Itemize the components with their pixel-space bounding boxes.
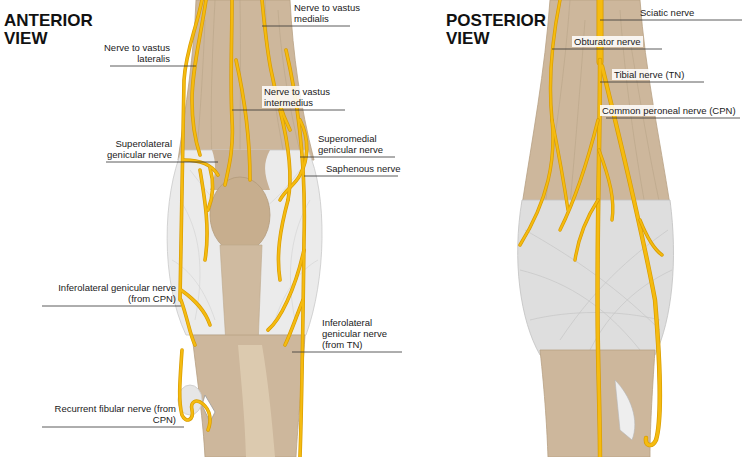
anterior-knee-part-part bbox=[278, 10, 302, 160]
anterior-nerves-part-part bbox=[181, 300, 195, 345]
view-heading: POSTERIOR VIEW bbox=[446, 12, 566, 48]
posterior-knee-part-part bbox=[520, 270, 640, 350]
anterior-nerves-part-part bbox=[192, 0, 206, 155]
anterior-nerves-part bbox=[180, 0, 307, 457]
posterior-nerves-part-part bbox=[599, 150, 613, 220]
posterior-knee-part bbox=[522, 0, 670, 205]
anterior-nerves-part-part bbox=[262, 0, 290, 130]
posterior-nerves-part bbox=[597, 60, 659, 457]
nerve-label: Common peroneal nerve (CPN) bbox=[600, 105, 738, 116]
anterior-nerves-part-part bbox=[280, 110, 290, 200]
posterior-nerves-part bbox=[597, 0, 602, 62]
posterior-nerves-part-part bbox=[560, 120, 598, 230]
leader-lines-part bbox=[606, 118, 740, 119]
posterior-nerves-part-part bbox=[560, 120, 598, 230]
anterior-nerves-part-part bbox=[278, 200, 288, 280]
nerve-label: Saphenous nerve bbox=[326, 163, 400, 174]
posterior-nerves-part-part bbox=[640, 220, 662, 255]
anterior-knee bbox=[167, 0, 322, 457]
posterior-nerves-part-part bbox=[640, 220, 662, 255]
nerve-label: Sciatic nerve bbox=[640, 7, 694, 18]
posterior-nerves-part-part bbox=[520, 0, 560, 245]
leader-lines-part bbox=[292, 352, 402, 353]
anterior-knee-part bbox=[210, 177, 270, 253]
anterior-nerves-part-part bbox=[236, 60, 250, 180]
anterior-nerves-part bbox=[180, 0, 307, 457]
leader-lines-part bbox=[600, 20, 742, 21]
anterior-nerves-part-part bbox=[268, 250, 304, 330]
anterior-knee-part bbox=[192, 335, 305, 457]
anterior-nerves bbox=[180, 0, 307, 457]
posterior-knee-part-part bbox=[530, 313, 660, 321]
anterior-nerves-part-part bbox=[208, 168, 213, 210]
nerve-label: Superolateral genicular nerve bbox=[94, 138, 172, 160]
leader-lines-part bbox=[262, 26, 350, 27]
anterior-nerves-part-part bbox=[280, 110, 290, 200]
nerve-label: Nerve to vastus medialis bbox=[292, 2, 378, 24]
anterior-knee-part-part bbox=[211, 0, 215, 160]
posterior-knee-part-part bbox=[525, 230, 660, 330]
posterior-knee-part-part bbox=[630, 40, 660, 205]
anterior-nerves-part-part bbox=[268, 250, 304, 330]
leader-lines bbox=[42, 20, 742, 427]
view-heading: ANTERIOR VIEW bbox=[4, 12, 116, 48]
posterior-knee-part bbox=[615, 380, 635, 440]
leader-lines-part bbox=[110, 66, 196, 67]
posterior-nerves-part-part bbox=[552, 120, 568, 210]
anterior-nerves-part-part bbox=[181, 300, 195, 345]
anterior-nerves-part-part bbox=[208, 168, 213, 210]
anterior-knee-part bbox=[238, 345, 275, 457]
anterior-nerves-part-part bbox=[262, 0, 290, 130]
leader-lines-part bbox=[300, 157, 395, 158]
posterior-nerves-part bbox=[597, 0, 604, 62]
anterior-nerves-part-part bbox=[236, 60, 250, 180]
posterior-nerves-part bbox=[520, 0, 662, 260]
leader-lines-part bbox=[232, 110, 345, 111]
posterior-nerves-part bbox=[597, 60, 659, 457]
anterior-nerves-part-part bbox=[278, 200, 288, 280]
nerve-label: Recurrent fibular nerve (from CPN) bbox=[44, 403, 176, 425]
leader-lines-part bbox=[304, 176, 398, 177]
leader-lines-part bbox=[106, 162, 218, 163]
posterior-nerves-part-part bbox=[599, 150, 613, 220]
anterior-nerves-part-part bbox=[200, 170, 207, 260]
posterior-nerves-part-part bbox=[575, 200, 598, 260]
leader-lines-part bbox=[42, 306, 181, 307]
nerve-label: Obturator nerve bbox=[572, 36, 643, 47]
anterior-nerves-part-part bbox=[285, 300, 303, 345]
nerve-label: Superomedial genicular nerve bbox=[318, 133, 400, 155]
anterior-nerves-part-part bbox=[225, 0, 232, 185]
nerve-label: Inferolateral genicular nerve (from CPN) bbox=[44, 282, 176, 304]
nerve-label: Nerve to vastus lateralis bbox=[90, 42, 170, 64]
anterior-knee-part bbox=[220, 245, 262, 345]
posterior-nerves-part-part bbox=[602, 66, 660, 445]
anterior-nerves-part-part bbox=[286, 50, 304, 457]
anterior-knee-part-part bbox=[265, 0, 285, 160]
leader-lines-part bbox=[42, 427, 184, 428]
posterior-nerves-part-part bbox=[575, 200, 598, 260]
anterior-nerves-part-part bbox=[181, 290, 210, 325]
leader-lines-part bbox=[552, 49, 662, 50]
nerve-label: Nerve to vastus intermedius bbox=[262, 86, 356, 108]
leader-lines-part bbox=[600, 82, 704, 83]
anterior-nerves-part-part bbox=[285, 300, 303, 345]
anterior-nerves-part-part bbox=[225, 0, 232, 185]
anterior-nerves-part-part bbox=[192, 0, 206, 155]
posterior-nerves-part bbox=[520, 0, 662, 260]
posterior-nerves-part-part bbox=[602, 66, 660, 445]
posterior-nerves-part-part bbox=[552, 120, 568, 210]
nerve-label: Inferolateral genicular nerve (from TN) bbox=[322, 317, 400, 350]
anterior-nerves-part-part bbox=[180, 350, 210, 430]
anterior-nerves-part-part bbox=[180, 350, 210, 430]
nerve-label: Tibial nerve (TN) bbox=[612, 69, 686, 80]
anterior-nerves-part-part bbox=[200, 170, 207, 260]
